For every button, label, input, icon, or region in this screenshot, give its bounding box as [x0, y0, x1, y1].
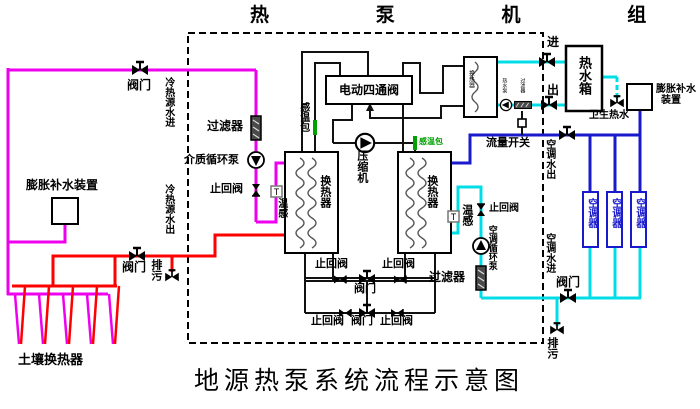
temp-sensor-right-icon: T [447, 210, 460, 223]
bulb-right-label: 感温包 [419, 137, 443, 146]
check-valve-icon [251, 183, 261, 197]
check-valve-label: 止回阀 [210, 183, 243, 195]
hot-water-tank-box [564, 44, 604, 113]
check-valve-label: 止回阀 [311, 315, 344, 327]
hw-pump-label: 热水泵 [501, 78, 508, 93]
hx-right-label: 换热器 [425, 175, 438, 208]
svg-text:T: T [451, 212, 457, 222]
valve-icon [558, 288, 578, 305]
four-way-valve-box [325, 75, 413, 105]
compressor-label: 压缩机 [355, 150, 368, 183]
check-valve-icon [333, 274, 347, 285]
unit-title: 热 泵 机 组 [250, 5, 698, 26]
hot-water-hx-box [463, 56, 498, 118]
valve-label: 阀门 [556, 275, 581, 289]
ac-supply-pipe [448, 109, 642, 194]
ac-unit-3-box [630, 191, 647, 248]
out-label: 出 [547, 83, 560, 97]
drain-label: 排污 [149, 259, 162, 281]
filter-label: 过滤器 [429, 270, 466, 284]
sensing-bulb-left-icon [313, 120, 317, 135]
drain-valve-icon [164, 269, 180, 283]
flow-switch-label: 流量开关 [486, 137, 530, 149]
hx-left-label: 换热器 [318, 175, 331, 208]
expansion-left-label: 膨胀补水装置 [26, 178, 99, 192]
filter-right-icon [475, 265, 487, 291]
bulb-left-label: 感温包 [297, 102, 309, 132]
caption-title: 地源热泵系统流程示意图 [194, 368, 525, 395]
check-valve-icon [393, 274, 407, 285]
ac-unit-label: 空调器 [609, 198, 621, 228]
in-label: 进 [547, 35, 560, 49]
medium-pump-label: 介质循环泵 [184, 154, 239, 166]
valve-label: 阀门 [351, 315, 373, 327]
valve-icon [557, 125, 577, 142]
drain-valve-icon [549, 322, 565, 336]
ac-unit-1-box [582, 191, 599, 248]
expansion-right-label-1: 膨胀补水 [656, 84, 696, 95]
valve-icon [537, 52, 557, 69]
heat-pump-unit-boundary [187, 32, 544, 344]
four-way-valve-label: 电动四通阀 [338, 82, 399, 97]
hot-tank-label: 热水箱 [577, 56, 593, 95]
ac-unit-2-box [606, 191, 623, 248]
source-in-label: 冷热源水进 [162, 77, 174, 127]
source-return-pipe [12, 233, 302, 345]
drain-label: 排污 [545, 337, 558, 359]
soil-hx-label: 土壤换热器 [18, 352, 84, 367]
filter-hw-icon [514, 100, 532, 110]
sensing-bulb-right-icon [413, 136, 417, 150]
ac-pump-label: 空调循环泵 [487, 225, 498, 270]
check-valve-label: 止回阀 [489, 203, 519, 214]
ac-water-out-label: 空调水出 [543, 139, 555, 179]
hx-coils [295, 61, 479, 249]
filter-label: 过滤器 [207, 119, 244, 133]
ac-unit-label: 空调器 [633, 198, 645, 228]
hot-water-branch-fitting-icon [517, 118, 527, 128]
temp-sensor-left-icon: T [270, 185, 283, 198]
expansion-device-left-box [51, 197, 79, 225]
check-valve-icon [476, 203, 486, 217]
ac-water-in-label: 空调水进 [543, 233, 555, 273]
valve-label: 阀门 [127, 78, 152, 92]
valve-label: 阀门 [354, 283, 376, 295]
ac-unit-label: 空调器 [585, 198, 597, 228]
svg-text:T: T [274, 187, 280, 197]
hot-water-pump-icon [499, 98, 513, 112]
hx-small-label: 换热器 [467, 70, 474, 88]
medium-pump-icon [247, 151, 265, 169]
ac-return-pipe [448, 60, 642, 326]
check-valve-label: 止回阀 [315, 258, 348, 270]
expansion-device-right-box [626, 83, 653, 111]
four-way-valve-arrow [366, 103, 374, 111]
source-out-label: 冷热源水出 [162, 184, 174, 234]
expansion-right-label-2: 装置 [661, 95, 681, 106]
check-valve-label: 止回阀 [380, 315, 413, 327]
temp-sensor-label: 温感 [275, 198, 287, 218]
sanitary-label: 卫生热水 [589, 110, 629, 121]
tap-valve-icon [609, 95, 625, 109]
filter-left-icon [250, 115, 262, 141]
valve-label: 阀门 [122, 260, 147, 274]
check-valve-label: 止回阀 [382, 258, 415, 270]
temp-sensor-label: 温感 [460, 204, 473, 226]
hw-filter-label: 过滤器 [519, 78, 526, 93]
valve-icon [130, 60, 150, 77]
